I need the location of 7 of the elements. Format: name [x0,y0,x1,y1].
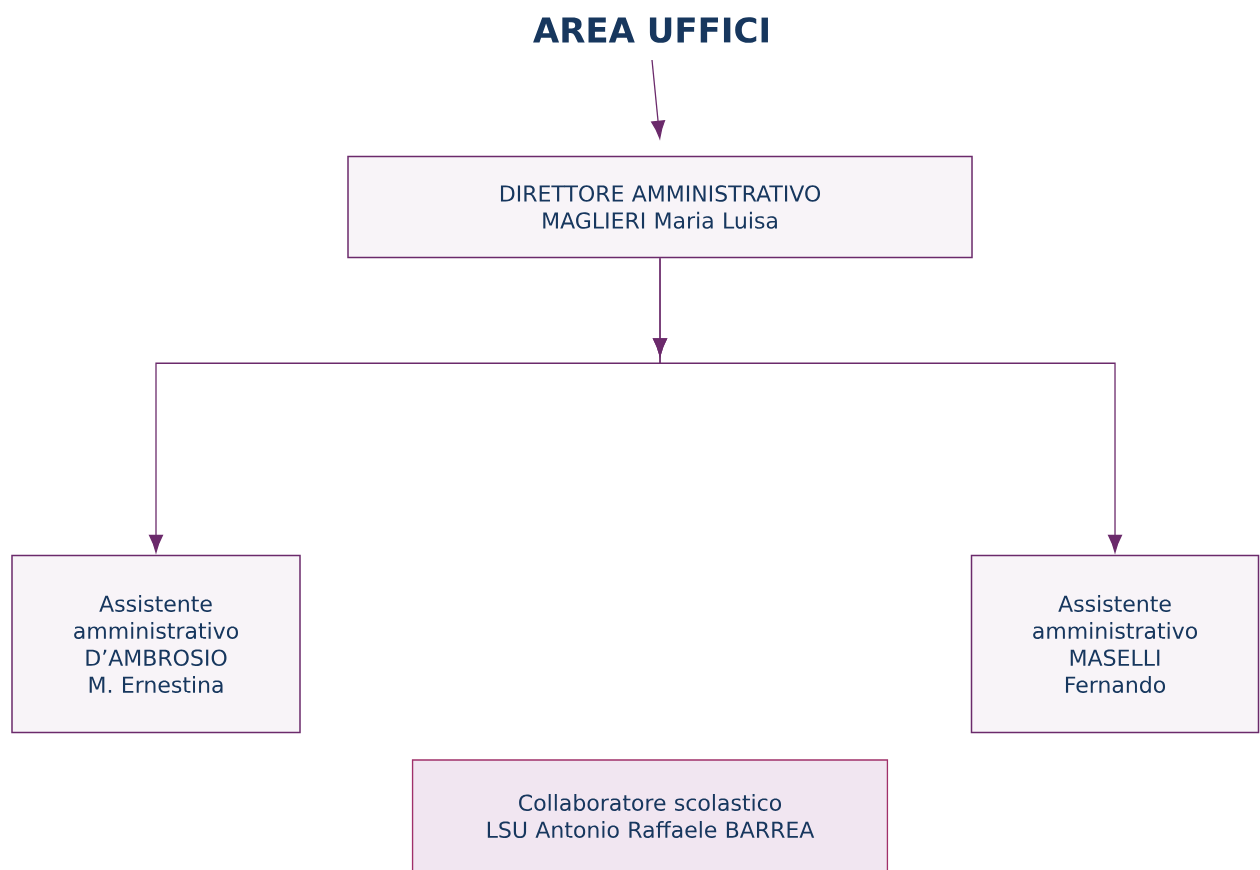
role-box: Collaboratore scolastico LSU Antonio Raffaele BARREA [411,759,889,870]
arrow [651,59,666,139]
title-text: AREA UFFICI [533,17,768,43]
role-box: DIRETTORE AMMINISTRATIVO MAGLIERI Maria Luisa [347,155,973,259]
arrow [653,257,1123,553]
role-box: Assistente amministrativo MASELLI Fernando [970,554,1260,734]
role-box: Assistente amministrativo D’AMBROSIO M. Ernestina [11,554,301,734]
